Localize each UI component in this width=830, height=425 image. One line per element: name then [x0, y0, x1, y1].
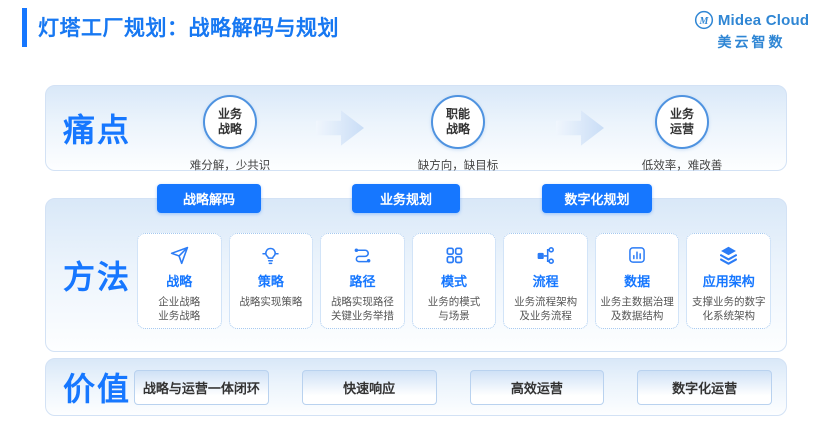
card-title: 流程 — [532, 274, 559, 289]
midea-logo-icon: M — [694, 10, 714, 30]
card-title: 战略 — [166, 274, 193, 289]
brand-logo: M Midea Cloud 美云智数 — [689, 10, 814, 52]
pain-caption: 难分解，少共识 — [189, 160, 271, 172]
svg-text:M: M — [698, 16, 709, 27]
card-title: 数据 — [624, 274, 651, 289]
method-cards: 战略 企业战略 业务战略 策略 战略实现策略 — [137, 233, 772, 329]
pill-strategy-decoding: 战略解码 — [157, 184, 261, 213]
value-box-digital-operation: 数字化运营 — [637, 370, 772, 405]
grid-icon — [415, 243, 494, 267]
pain-circle-business-operation: 业务 运营 — [655, 95, 709, 149]
flow-icon — [506, 243, 585, 267]
method-panel: 方法 战略 企业战略 业务战略 策略 战 — [45, 198, 787, 352]
layers-icon — [689, 243, 768, 267]
method-card-process: 流程 业务流程架构 及业务流程 — [503, 233, 588, 329]
value-panel: 价值 战略与运营一体闭环 快速响应 高效运营 数字化运营 — [45, 358, 787, 416]
logo-name: Midea Cloud — [717, 11, 810, 29]
pain-stage-business-operation: 业务 运营 低效率，难改善 — [617, 95, 747, 173]
page-title: 灯塔工厂规划：战略解码与规划 — [38, 17, 339, 40]
pill-digital-planning: 数字化规划 — [542, 184, 652, 213]
pain-panel: 痛点 业务 战略 难分解，少共识 职能 战略 缺方向，缺目标 业务 运营 低效率… — [45, 85, 787, 173]
pain-circle-business-strategy: 业务 战略 — [203, 95, 257, 149]
pill-business-planning: 业务规划 — [352, 184, 460, 213]
value-label: 价值 — [63, 371, 132, 407]
card-title: 策略 — [257, 274, 284, 289]
arrow-right-icon — [316, 110, 364, 146]
method-card-path: 路径 战略实现路径 关键业务举措 — [320, 233, 405, 329]
method-card-data: 数据 业务主数据治理 及数据结构 — [594, 233, 680, 329]
method-card-mode: 模式 业务的模式 与场景 — [411, 233, 497, 329]
card-title: 模式 — [441, 274, 468, 289]
logo-subtitle: 美云智数 — [717, 34, 786, 50]
send-icon — [140, 243, 219, 267]
pain-circle-functional-strategy: 职能 战略 — [431, 95, 485, 149]
arrow-right-icon — [556, 110, 604, 146]
method-card-application-architecture: 应用架构 支撑业务的数字 化系统架构 — [686, 233, 772, 329]
pain-stage-functional-strategy: 职能 战略 缺方向，缺目标 — [393, 95, 523, 173]
card-desc: 业务流程架构 及业务流程 — [514, 296, 578, 323]
card-desc: 业务主数据治理 及数据结构 — [600, 296, 674, 323]
pain-label: 痛点 — [63, 112, 132, 148]
pain-stage-business-strategy: 业务 战略 难分解，少共识 — [165, 95, 295, 173]
card-desc: 战略实现路径 关键业务举措 — [330, 296, 394, 323]
method-card-tactics: 策略 战略实现策略 — [228, 233, 314, 329]
card-title: 应用架构 — [702, 274, 755, 289]
card-desc: 战略实现策略 — [239, 296, 303, 308]
card-title: 路径 — [349, 274, 376, 289]
title-accent-bar — [22, 8, 27, 47]
value-boxes: 战略与运营一体闭环 快速响应 高效运营 数字化运营 — [134, 370, 772, 405]
bulb-icon — [232, 243, 311, 267]
value-box-closed-loop: 战略与运营一体闭环 — [134, 370, 269, 405]
card-desc: 支撑业务的数字 化系统架构 — [692, 296, 766, 323]
card-desc: 企业战略 业务战略 — [158, 296, 201, 323]
card-desc: 业务的模式 与场景 — [427, 296, 481, 323]
pain-caption: 低效率，难改善 — [641, 160, 723, 172]
chart-icon — [598, 243, 677, 267]
pain-caption: 缺方向，缺目标 — [417, 160, 499, 172]
method-card-strategy: 战略 企业战略 业务战略 — [137, 233, 222, 329]
value-box-fast-response: 快速响应 — [301, 370, 437, 405]
method-label: 方法 — [63, 259, 132, 295]
route-icon — [323, 243, 402, 267]
value-box-efficient-operation: 高效运营 — [469, 370, 605, 405]
